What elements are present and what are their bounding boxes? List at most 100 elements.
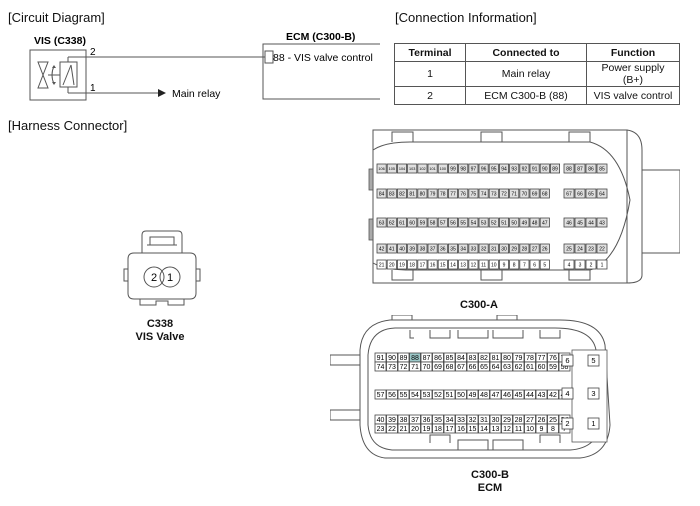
pin-label: 73: [388, 364, 396, 371]
pin-label: 48: [480, 392, 488, 399]
pin-label: 75: [471, 191, 477, 197]
cell-connected-to: ECM C300-B (88): [465, 86, 587, 105]
header-function: Function: [586, 43, 680, 62]
pin-cell: [420, 423, 433, 434]
pin-label: 41: [389, 246, 395, 252]
pin-label: 37: [411, 417, 419, 424]
pin-cell: [561, 417, 574, 430]
pin-cell: [443, 423, 456, 434]
pin-label: 82: [399, 191, 405, 197]
pin-label: 45: [577, 220, 583, 226]
pin-label: 57: [377, 392, 385, 399]
pin-label: 82: [480, 355, 488, 362]
ecm-label: ECM (C300-B): [286, 31, 355, 43]
pin-label: 63: [503, 364, 511, 371]
pin-label: 31: [480, 417, 488, 424]
pin-label: 49: [469, 392, 477, 399]
pin-cell: [524, 361, 536, 372]
pin-cell: [519, 163, 530, 174]
pin-cell: [539, 163, 550, 174]
pin-cell: [397, 243, 408, 254]
pin-cell: [488, 217, 499, 228]
pin-cell: [529, 217, 540, 228]
pin-label: 38: [400, 417, 408, 424]
pin-cell: [386, 163, 397, 174]
pin-cell: [539, 188, 550, 199]
pin-label: 68: [542, 191, 548, 197]
pin-cell: [587, 354, 600, 367]
pin-cell: [585, 259, 597, 270]
pin-cell: [397, 163, 408, 174]
pin-label: 12: [471, 262, 477, 268]
pin-cell: [596, 163, 608, 174]
pin-cell: [524, 389, 536, 400]
pin-label: 47: [492, 392, 500, 399]
pin-cell: [397, 259, 408, 270]
pin-cell: [443, 389, 456, 400]
cell-terminal: 1: [394, 61, 466, 87]
pin-cell: [512, 423, 525, 434]
pin-label: 44: [588, 220, 594, 226]
pin-cell: [468, 217, 479, 228]
pin-label: 91: [532, 166, 538, 172]
cell-function: VIS valve control: [586, 86, 680, 105]
pin-cell: [407, 217, 418, 228]
pin-label: 88: [411, 355, 419, 362]
pin-label: 50: [511, 220, 517, 226]
pin-cell: [498, 188, 509, 199]
pin-label: 31: [491, 246, 497, 252]
pin-cell: [417, 243, 428, 254]
cell-connected-to: Main relay: [465, 61, 587, 87]
pin-label: 3: [579, 262, 582, 268]
pin-label: 13: [492, 426, 500, 433]
pin-cell: [535, 423, 548, 434]
pin-cell: [574, 163, 586, 174]
c338-pin-2: 2: [151, 272, 157, 284]
pin-label: 101: [429, 167, 435, 171]
pin-cell: [574, 243, 586, 254]
pin-label: 64: [599, 191, 605, 197]
pin-label: 69: [434, 364, 442, 371]
pin-cell: [432, 423, 444, 434]
pin-cell: [519, 217, 530, 228]
pin-label: 23: [588, 246, 594, 252]
pin-label: 84: [379, 191, 385, 197]
pin-label: 87: [423, 355, 431, 362]
pin-label: 54: [471, 220, 477, 226]
pin-label: 85: [599, 166, 605, 172]
pin-label: 71: [411, 364, 419, 371]
vis-pin2-label: 2: [90, 47, 96, 58]
pin-label: 23: [377, 426, 385, 433]
pin-label: 34: [460, 246, 466, 252]
pin-label: 50: [457, 392, 465, 399]
pin-label: 43: [599, 220, 605, 226]
pin-label: 65: [480, 364, 488, 371]
pin-cell: [458, 243, 469, 254]
pin-label: 44: [526, 392, 534, 399]
pin-cell: [427, 243, 438, 254]
pin-label: 27: [532, 246, 538, 252]
pin-label: 88: [566, 166, 572, 172]
connection-information-title: [Connection Information]: [395, 10, 537, 25]
pin-label: 28: [515, 417, 523, 424]
pin-label: 81: [492, 355, 500, 362]
pin-cell: [501, 361, 513, 372]
pin-cell: [585, 163, 597, 174]
pin-cell: [488, 243, 499, 254]
pin-cell: [547, 389, 559, 400]
pin-label: 27: [526, 417, 534, 424]
pin-label: 86: [588, 166, 594, 172]
pin-label: 32: [481, 246, 487, 252]
cell-terminal: 2: [394, 86, 466, 105]
pin-label: 58: [430, 220, 436, 226]
pin-label: 49: [522, 220, 528, 226]
pin-cell: [539, 259, 550, 270]
pin-cell: [374, 389, 387, 400]
pin-cell: [420, 389, 433, 400]
pin-label: 53: [423, 392, 431, 399]
pin-cell: [529, 259, 540, 270]
pin-label: 94: [501, 166, 507, 172]
pin-cell: [466, 389, 479, 400]
pin-label: 80: [503, 355, 511, 362]
